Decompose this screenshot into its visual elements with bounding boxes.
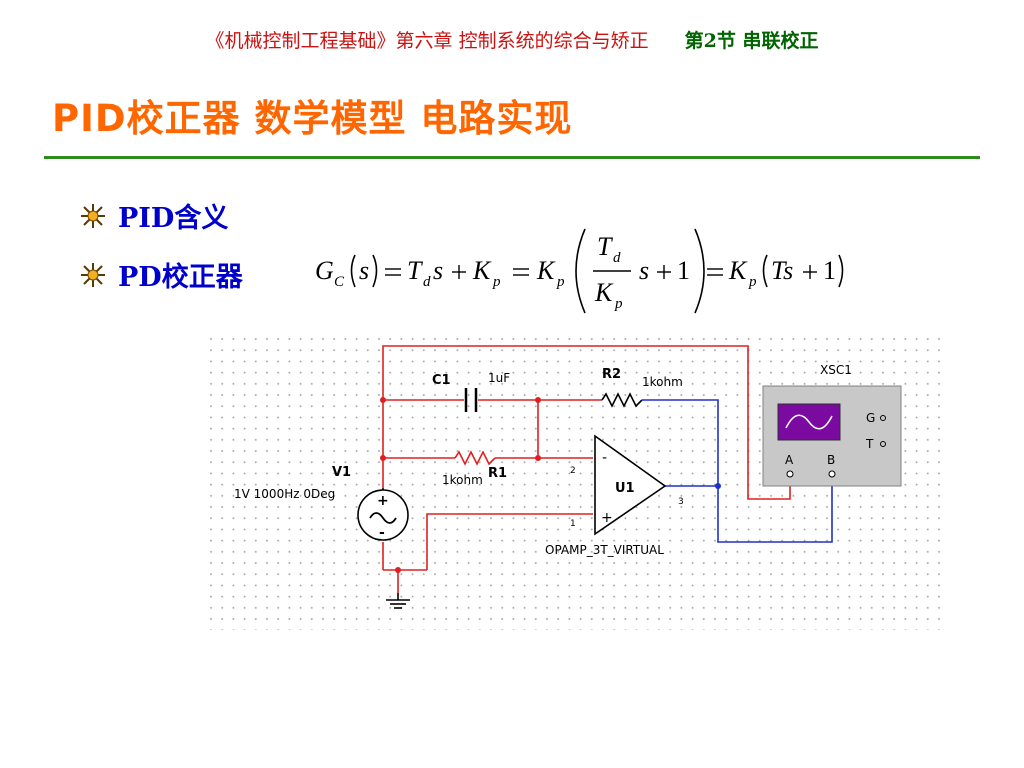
formula-kp-sub: p [556,274,565,290]
blue-wires [642,399,833,543]
formula-kp-sub: p [614,296,623,312]
formula-td: T [597,232,613,261]
scope-channel-a-terminal[interactable] [786,470,794,478]
opamp-minus: - [602,450,607,466]
r1-value-label: 1kohm [442,473,483,487]
scope-a-label: A [785,453,794,467]
formula-td: T [407,256,423,285]
formula-kp-sub: p [748,274,757,290]
junction-dots [380,397,541,573]
pd-circuit-schematic: - + U1 2 1 3 OPAMP_3T_VIRTUAL + - V1 1V … [210,338,940,630]
scope-channel-b-terminal[interactable] [828,470,836,478]
red-wires [382,345,791,593]
bullet-label: PD校正器 [118,262,243,293]
u1-model-label: OPAMP_3T_VIRTUAL [545,543,664,557]
c1-label: C1 [432,373,451,388]
formula-kp: K [536,256,556,285]
formula-ts: Ts [771,256,793,285]
section-title: 第2节 串联校正 [684,30,819,52]
pin-minus-label: 2 [570,466,576,476]
v1-minus: - [379,525,385,541]
v1-ac-source [357,489,409,541]
bullet-star-icon [81,262,105,287]
sine-wave-icon [369,512,397,524]
bullet-star-icon [81,203,105,228]
pin-plus-label: 1 [570,519,576,529]
formula-kp: K [728,256,748,285]
formula-s: s [639,256,649,285]
slide-header: 《机械控制工程基础》第六章 控制系统的综合与矫正 第2节 串联校正 [0,26,1024,53]
r1-label: R1 [488,466,507,481]
formula-one: 1 [823,256,836,285]
pd-transfer-function: G C s T d s K p K p T d K p s 1 K p Ts 1 [315,228,844,314]
formula-kp: K [472,256,492,285]
opamp-plus: + [601,510,613,526]
ground-icon [386,593,410,609]
c1-capacitor [464,388,478,412]
formula-g: G [315,256,334,285]
r2-value-label: 1kohm [642,375,683,389]
formula-one: 1 [677,256,690,285]
scope-wave-icon [785,414,833,430]
title-divider [44,156,980,159]
course-title: 《机械控制工程基础》第六章 控制系统的综合与矫正 [205,30,649,52]
formula-td-sub: d [423,274,431,290]
formula-s: s [359,256,369,285]
u1-opamp [594,434,667,536]
bullet-label: PID含义 [118,203,229,234]
r2-resistor [601,392,643,408]
c1-value-label: 1uF [488,371,510,385]
pin-out-label: 3 [678,497,684,507]
r1-resistor [454,450,496,466]
r2-label: R2 [602,367,621,382]
v1-label: V1 [332,465,351,480]
v1-plus: + [377,493,389,509]
u1-label: U1 [615,481,635,496]
scope-b-label: B [827,453,835,467]
scope-t-label: T [865,437,874,451]
slide-title: PID校正器 数学模型 电路实现 [52,97,573,140]
bullet-pid-meaning: PID含义 [80,196,228,235]
formula-g-sub: C [334,274,345,290]
output-junction [715,483,721,489]
formula-kp-sub: p [492,274,501,290]
v1-value-label: 1V 1000Hz 0Deg [234,487,335,501]
bullet-pd-corrector: PD校正器 [80,255,243,294]
formula-s: s [433,256,443,285]
formula-kp: K [594,278,614,307]
scope-g-label: G [866,411,875,425]
formula-td-sub: d [613,250,621,266]
scope-label: XSC1 [820,363,852,377]
